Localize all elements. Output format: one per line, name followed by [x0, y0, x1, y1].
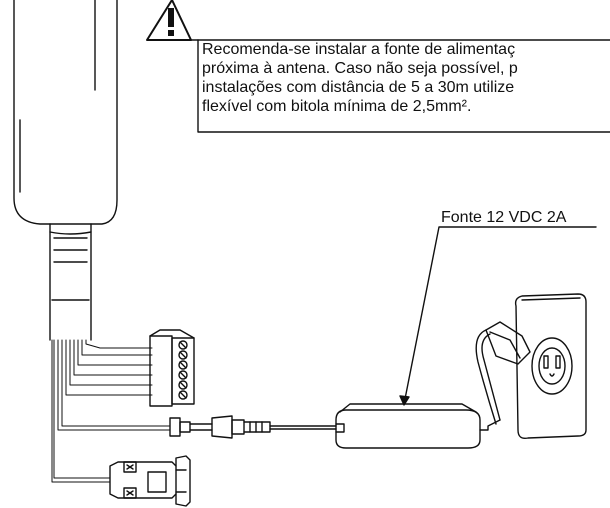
antenna-housing [13, 0, 118, 341]
cable-wires [51, 339, 171, 483]
warning-line: flexível com bitola mínima de 2,5mm². [202, 98, 472, 115]
power-supply-label: Fonte 12 VDC 2A [441, 209, 567, 226]
dc-barrel-plug [169, 415, 337, 439]
power-supply-leader [399, 226, 597, 406]
warning-line: instalações com distância de 5 a 30m uti… [202, 79, 515, 96]
warning-line: Recomenda-se instalar a fonte de aliment… [202, 41, 516, 58]
db9-serial-connector [109, 455, 191, 507]
adapter-cable [475, 329, 501, 425]
warning-triangle-icon [146, 0, 192, 41]
wall-outlet [485, 293, 587, 440]
power-adapter [335, 403, 501, 449]
warning-line: próxima à antena. Caso não seja possível… [202, 60, 518, 77]
terminal-block-connector [149, 329, 195, 407]
warning-box [186, 39, 610, 133]
warning-text: Recomenda-se instalar a fonte de aliment… [202, 40, 610, 116]
